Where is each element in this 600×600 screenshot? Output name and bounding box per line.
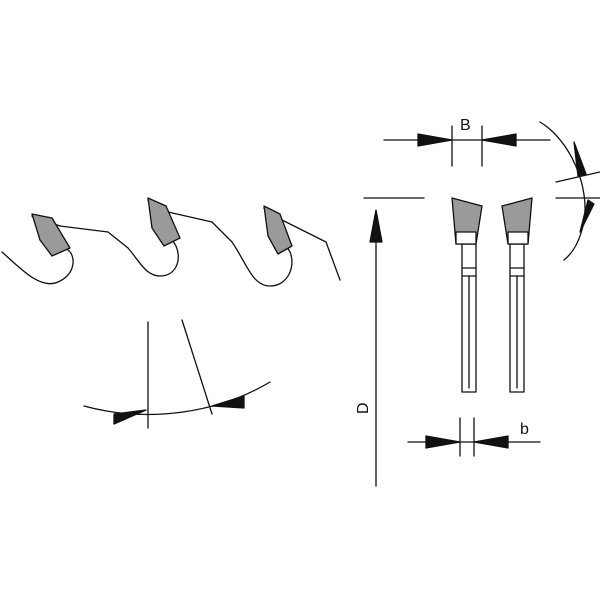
kerf-width-label: B: [460, 117, 471, 134]
hook-angle-indicator: [83, 319, 271, 429]
teeth-cross-section: [451, 197, 533, 393]
kerf-arrow-right: [481, 133, 517, 147]
diameter-arrowhead: [369, 209, 383, 243]
clearance-arc: [539, 121, 586, 261]
kerf-arrow-left: [417, 133, 453, 147]
tooth-outline-3: [211, 207, 341, 287]
tooth-outline-1: [1, 215, 109, 285]
carbide-tip-1: [31, 213, 71, 257]
tooth-outline-2: [107, 199, 213, 277]
clearance-arrow-bottom: [579, 199, 595, 233]
angle-arrow-right: [211, 395, 245, 409]
carbide-tip-2: [147, 197, 181, 247]
clearance-line-upper: [555, 171, 600, 183]
right-tip-brazing: [507, 231, 529, 245]
thick-arrow-left: [425, 435, 461, 449]
left-tip-brazing: [455, 231, 477, 245]
clearance-arrow-top: [573, 141, 587, 177]
diameter-dimension: [363, 197, 425, 487]
thick-arrow-right: [473, 435, 509, 449]
blade-thickness-label: b: [520, 421, 529, 438]
tooth-face-line: [181, 319, 213, 415]
saw-teeth-profile: [1, 197, 341, 287]
kerf-width-dimension: [383, 125, 551, 167]
angle-arrow-left: [113, 409, 147, 425]
angle-arc: [83, 381, 271, 416]
clearance-angle-indicator: [539, 121, 600, 261]
blade-thickness-dimension: [407, 417, 541, 457]
diameter-label: D: [355, 402, 372, 414]
carbide-tip-3: [263, 205, 293, 255]
